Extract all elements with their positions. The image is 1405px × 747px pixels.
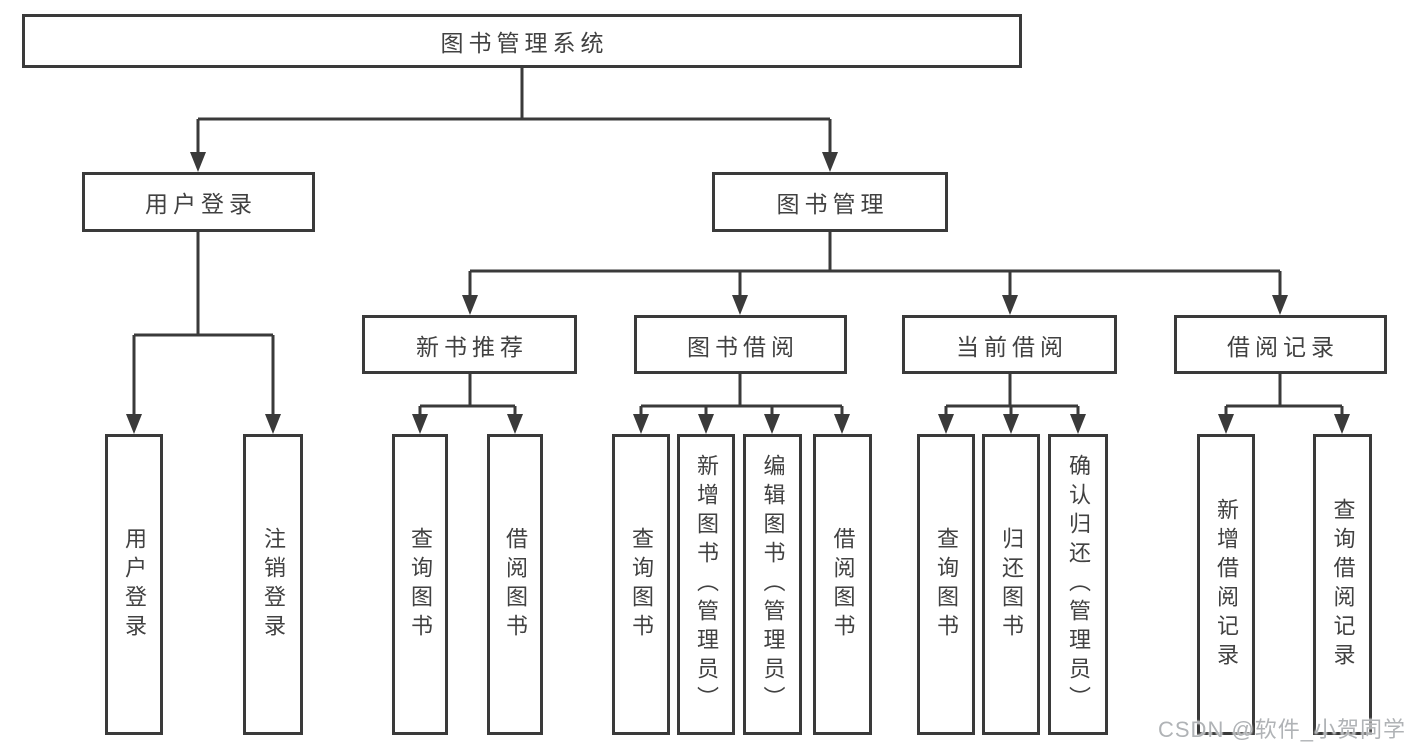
leaf-query-borrow-record: 查询借阅记录 bbox=[1313, 434, 1372, 735]
leaf-confirm-return-admin: 确认归还（管理员） bbox=[1048, 434, 1108, 735]
leaf-logout: 注销登录 bbox=[243, 434, 303, 735]
leaf-add-borrow-record: 新增借阅记录 bbox=[1197, 434, 1255, 735]
leaf-edit-book-admin: 编辑图书（管理员） bbox=[743, 434, 802, 735]
node-user-login: 用户登录 bbox=[82, 172, 315, 232]
node-new-book-recommendation: 新书推荐 bbox=[362, 315, 577, 374]
leaf-query-books-borrowing: 查询图书 bbox=[612, 434, 670, 735]
node-book-management: 图书管理 bbox=[712, 172, 948, 232]
watermark: CSDN @软件_小贺同学 bbox=[1158, 717, 1405, 742]
leaf-user-login: 用户登录 bbox=[105, 434, 163, 735]
leaf-borrow-books-borrowing: 借阅图书 bbox=[813, 434, 872, 735]
leaf-return-books: 归还图书 bbox=[982, 434, 1040, 735]
node-borrowing-records: 借阅记录 bbox=[1174, 315, 1387, 374]
leaf-add-book-admin: 新增图书（管理员） bbox=[677, 434, 735, 735]
leaf-borrow-books-recommend: 借阅图书 bbox=[487, 434, 543, 735]
leaf-query-books-current: 查询图书 bbox=[917, 434, 975, 735]
node-book-borrowing: 图书借阅 bbox=[634, 315, 847, 374]
node-current-borrowing: 当前借阅 bbox=[902, 315, 1117, 374]
node-root: 图书管理系统 bbox=[22, 14, 1022, 68]
leaf-query-books-recommend: 查询图书 bbox=[392, 434, 448, 735]
